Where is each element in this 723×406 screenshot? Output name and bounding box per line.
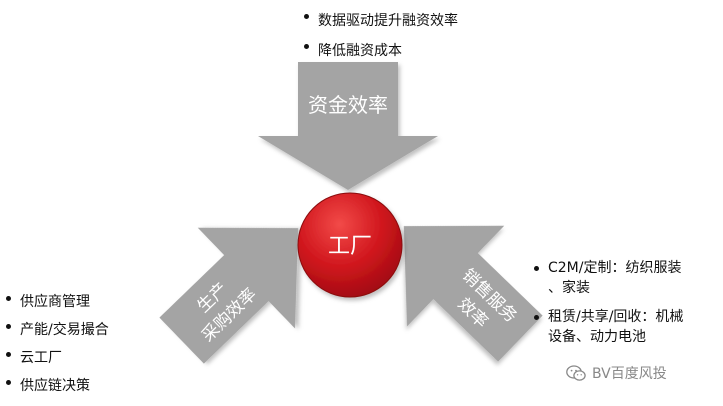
center-label: 工厂 [328, 234, 372, 259]
list-item-text: 设备、动力电池 [548, 329, 646, 345]
arrow-top-shape [258, 62, 438, 190]
list-item: C2M/定制：纺织服装 、家装 [532, 258, 717, 298]
top-bullet-list: 数据驱动提升融资效率 降低融资成本 [302, 6, 458, 66]
list-item-text: 供应链决策 [20, 378, 90, 394]
list-item: 租赁/共享/回收：机械 设备、动力电池 [532, 307, 717, 347]
list-item-text: 降低融资成本 [318, 43, 402, 59]
left-bullet-list: 供应商管理 产能/交易撮合 云工厂 供应链决策 [4, 288, 109, 400]
list-item: 云工厂 [4, 344, 109, 372]
arrow-right-shape [403, 225, 543, 362]
arrow-left-shape [159, 227, 299, 364]
list-item-text: 租赁/共享/回收：机械 [548, 309, 684, 325]
list-item-text: 云工厂 [20, 350, 62, 366]
list-item: 产能/交易撮合 [4, 316, 109, 344]
arrow-top: 资金效率 [258, 62, 438, 190]
list-item: 降低融资成本 [302, 36, 458, 66]
list-item: 数据驱动提升融资效率 [302, 6, 458, 36]
watermark: BV百度风投 [566, 363, 667, 383]
wechat-icon [566, 364, 586, 381]
list-item: 供应商管理 [4, 288, 109, 316]
list-item-text: 、家装 [548, 280, 590, 296]
list-item-text: 数据驱动提升融资效率 [318, 13, 458, 29]
center-circle [297, 192, 403, 298]
right-bullet-list: C2M/定制：纺织服装 、家装 租赁/共享/回收：机械 设备、动力电池 [532, 258, 717, 356]
list-item-text: 供应商管理 [20, 294, 90, 310]
list-item: 供应链决策 [4, 372, 109, 400]
watermark-text: BV百度风投 [592, 366, 667, 382]
list-item-text: 产能/交易撮合 [20, 322, 109, 338]
list-item-text: C2M/定制：纺织服装 [548, 260, 682, 276]
center-node: 工厂 [297, 192, 403, 298]
arrow-top-label: 资金效率 [308, 93, 388, 117]
